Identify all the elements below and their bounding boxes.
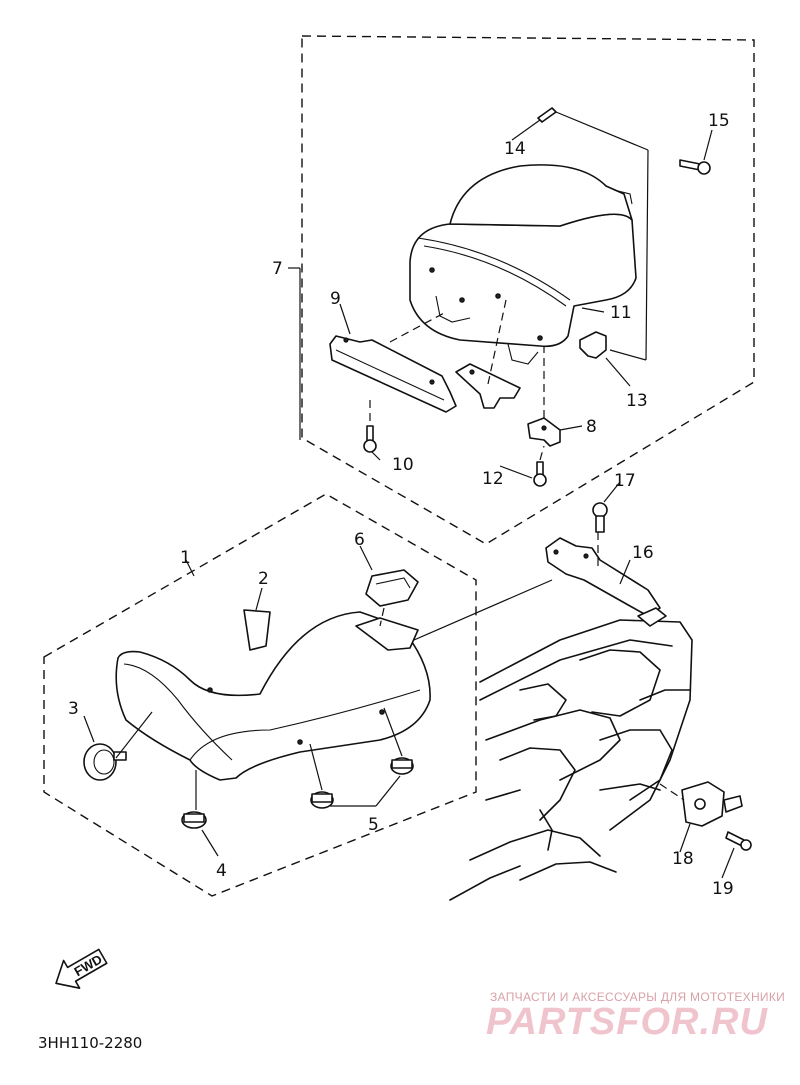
- callout-8: 8: [586, 417, 597, 437]
- damper-5-a[interactable]: [310, 791, 334, 809]
- callout-19: 19: [712, 879, 734, 899]
- callout-12: 12: [482, 469, 504, 489]
- damper-5-b[interactable]: [390, 757, 414, 775]
- callout-5: 5: [368, 815, 379, 835]
- callout-15: 15: [708, 111, 730, 131]
- callout-6: 6: [354, 530, 365, 550]
- callout-10: 10: [392, 455, 414, 475]
- callout-1: 1: [180, 548, 191, 568]
- callout-7: 7: [272, 259, 283, 279]
- callout-9: 9: [330, 289, 341, 309]
- bolt-12[interactable]: [533, 461, 547, 487]
- watermark-brand: PARTSFOR.RU: [486, 1001, 768, 1043]
- callout-18: 18: [672, 849, 694, 869]
- callout-3: 3: [68, 699, 79, 719]
- bolt-10[interactable]: [363, 425, 377, 453]
- callout-17: 17: [614, 471, 636, 491]
- front-seat-group-boundary: [43, 493, 477, 897]
- damper-block[interactable]: [355, 569, 419, 651]
- mounting-plate[interactable]: [455, 363, 521, 409]
- callout-4: 4: [216, 861, 227, 881]
- callout-16: 16: [632, 543, 654, 563]
- pin[interactable]: [537, 107, 557, 123]
- frame-illustration: [449, 619, 693, 901]
- seat-bracket[interactable]: [329, 335, 457, 413]
- rear-seat[interactable]: [409, 164, 637, 365]
- seat-lock-bracket[interactable]: [545, 537, 667, 627]
- fwd-arrow-icon: FWD: [55, 948, 108, 989]
- seat-stay[interactable]: [527, 417, 561, 447]
- seat-lock[interactable]: [681, 781, 743, 827]
- watermark-tagline: ЗАПЧАСТИ И АКСЕССУАРЫ ДЛЯ МОТОТЕХНИКИ: [490, 990, 785, 1004]
- bolt-17[interactable]: [592, 502, 608, 533]
- diagram-code: 3HH110-2280: [38, 1034, 142, 1052]
- screw-15[interactable]: [679, 159, 711, 175]
- seat-catch-plate[interactable]: [243, 609, 271, 651]
- callout-13: 13: [626, 391, 648, 411]
- callout-11: 11: [610, 303, 632, 323]
- callout-2: 2: [258, 569, 269, 589]
- damper-4[interactable]: [181, 811, 207, 829]
- callout-14: 14: [504, 139, 526, 159]
- screw-19[interactable]: [725, 831, 752, 851]
- front-seat[interactable]: [115, 611, 431, 781]
- leader-lines: [83, 111, 735, 879]
- rear-seat-group-boundary: [301, 35, 755, 545]
- hook-bracket[interactable]: [579, 331, 607, 359]
- seat-knob[interactable]: [83, 743, 127, 781]
- callout-numbers: 1 2 3 4 5 6 7 8 9 10 11 12 13 14 15 16 1…: [68, 111, 734, 899]
- watermark-logo: ЗАПЧАСТИ И АКСЕССУАРЫ ДЛЯ МОТОТЕХНИКИ PA…: [486, 990, 785, 1043]
